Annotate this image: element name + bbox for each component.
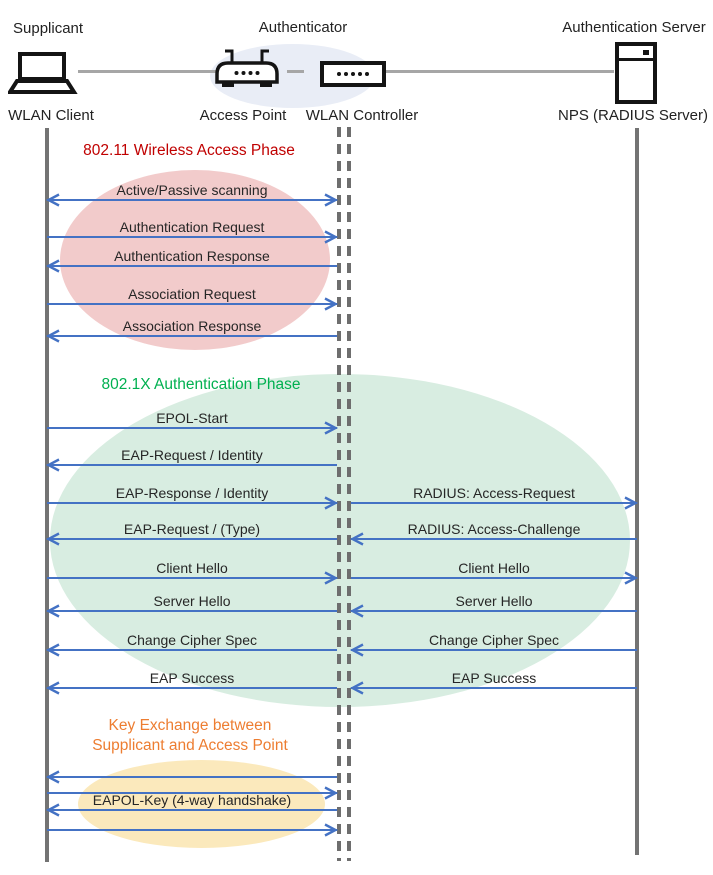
role-label-supplicant: Supplicant (13, 20, 84, 37)
message-label: Association Request (128, 286, 256, 302)
lifeline-radius-server (635, 128, 639, 855)
role-label-authenticator: Authenticator (258, 19, 348, 36)
message-arrow-left (45, 681, 337, 695)
message-label: EAP-Request / Identity (121, 447, 263, 463)
message-arrow-right (349, 604, 637, 618)
message-label: Change Cipher Spec (429, 632, 559, 648)
message-label: Change Cipher Spec (127, 632, 257, 648)
message-label: EPOL-Start (156, 410, 228, 426)
message-arrow-right (349, 532, 637, 546)
message-label: EAP Success (451, 670, 537, 686)
lifeline-wlan-controller-dashed (347, 127, 351, 861)
message-label: EAP-Request / (Type) (123, 521, 261, 537)
connector-controller-server (386, 70, 614, 73)
message-label: Client Hello (156, 560, 228, 576)
role-label-authentication-server: Authentication Server (562, 19, 706, 36)
access-point-icon (215, 47, 279, 90)
message-arrow-left (45, 193, 339, 207)
message-label: EAP Success (149, 670, 235, 686)
message-arrow-left (47, 823, 339, 837)
message-arrow-left (47, 571, 339, 585)
connector-ap-controller (287, 70, 304, 73)
message-label: Server Hello (153, 593, 231, 609)
phase3-ellipse (78, 760, 325, 848)
message-arrow-left (45, 604, 337, 618)
phase2-title: 802.1X Authentication Phase (101, 376, 301, 393)
phase3-title: Key Exchange between Supplicant and Acce… (92, 717, 288, 754)
message-arrow-right (349, 681, 637, 695)
message-label: EAPOL-Key (4-way handshake) (92, 792, 292, 808)
message-arrow-left (47, 786, 339, 800)
message-arrow-left (47, 421, 339, 435)
message-label: RADIUS: Access-Request (413, 485, 575, 501)
message-arrow-right (349, 643, 637, 657)
message-label: Active/Passive scanning (116, 182, 268, 198)
message-arrow-left (47, 496, 339, 510)
message-label: RADIUS: Access-Challenge (407, 521, 581, 537)
message-label: Authentication Response (114, 248, 270, 264)
server-icon (614, 42, 658, 104)
message-arrow-right (351, 496, 639, 510)
message-arrow-left (45, 458, 337, 472)
message-arrow-left (45, 803, 337, 817)
message-label: Association Response (122, 318, 262, 334)
message-label: Server Hello (455, 593, 533, 609)
message-arrow-left (45, 259, 337, 273)
lifeline-wlan-client (45, 128, 49, 862)
message-arrow-left (45, 532, 337, 546)
wlan-controller-icon (320, 61, 386, 87)
message-arrow-left (47, 230, 339, 244)
laptop-icon (8, 50, 80, 96)
message-arrow-left (45, 770, 337, 784)
message-arrow-left (45, 643, 337, 657)
message-label: Client Hello (458, 560, 530, 576)
message-arrow-right (351, 571, 639, 585)
message-arrow-left (45, 329, 337, 343)
message-label: Authentication Request (119, 219, 265, 235)
connector-client-ap (78, 70, 218, 73)
actor-label-nps-radius-server: NPS (RADIUS Server) (557, 107, 709, 124)
phase1-title: 802.11 Wireless Access Phase (83, 142, 295, 159)
message-arrow-left (47, 297, 339, 311)
lifeline-access-point-dashed (337, 127, 341, 861)
actor-label-wlan-controller: WLAN Controller (305, 107, 419, 124)
actor-label-wlan-client: WLAN Client (8, 107, 94, 124)
message-label: EAP-Response / Identity (115, 485, 269, 501)
actor-label-access-point: Access Point (199, 107, 287, 124)
